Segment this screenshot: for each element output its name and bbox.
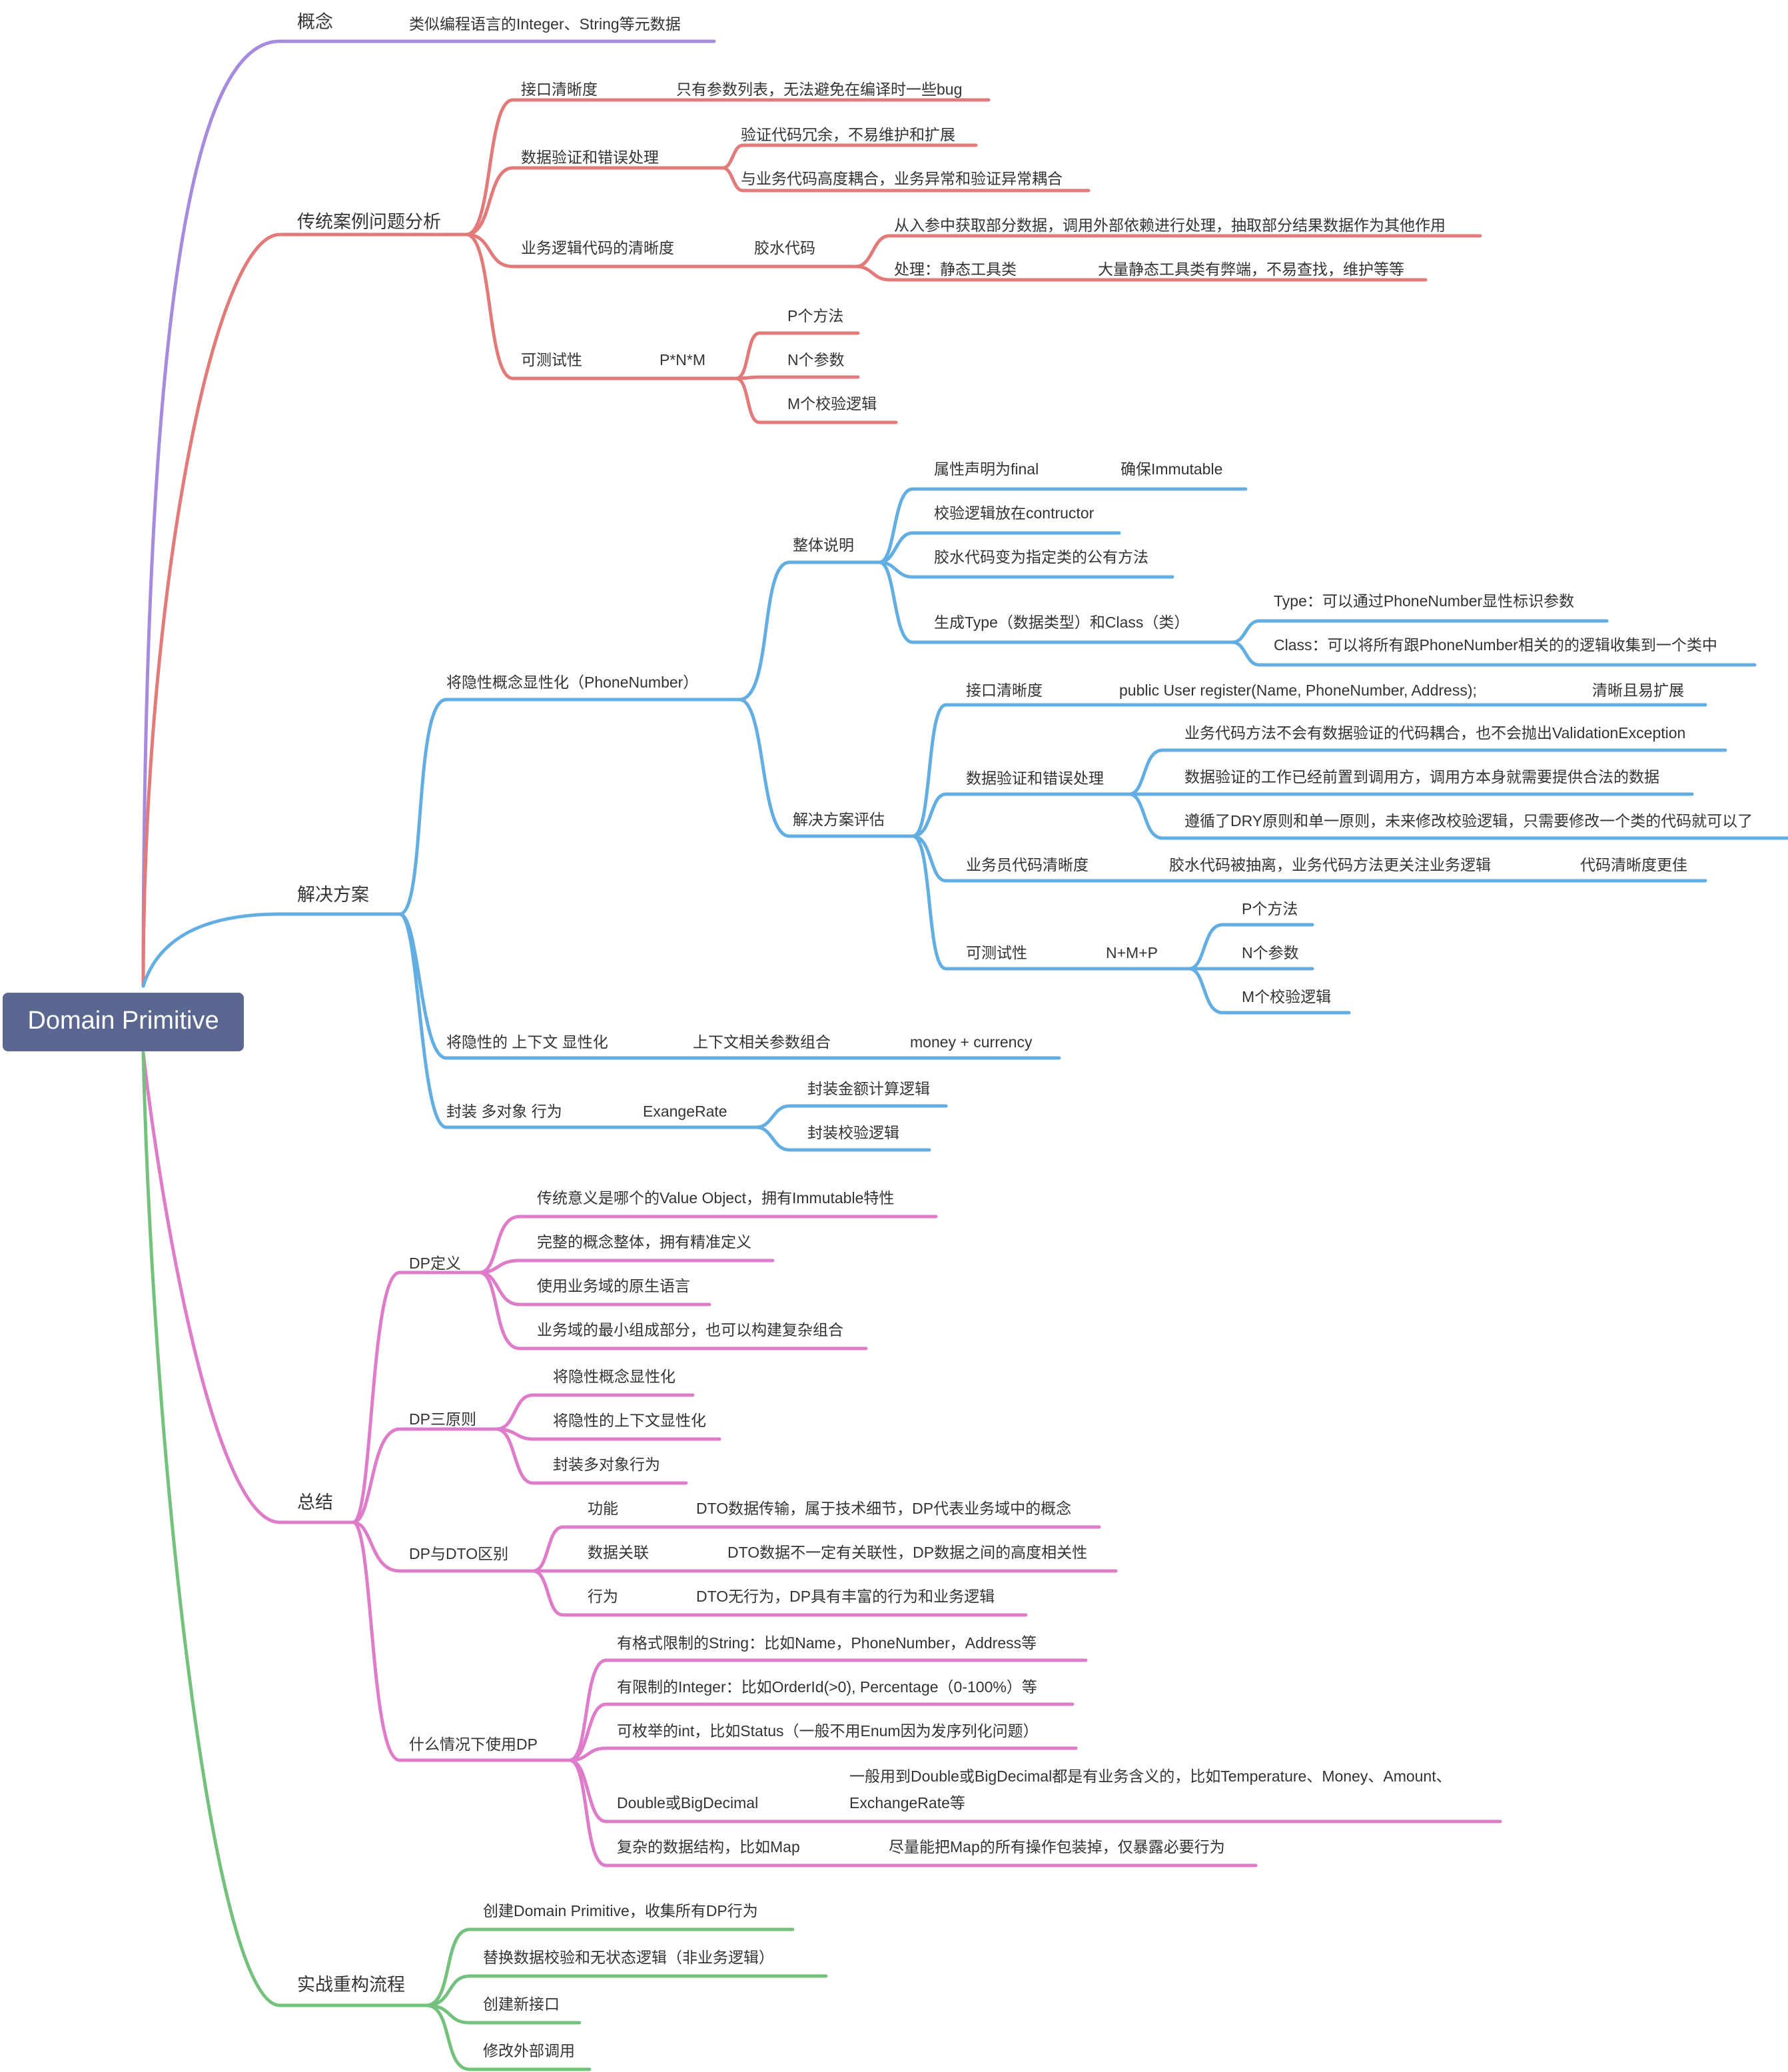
sol-context-leaf[interactable]: money + currency: [910, 1033, 1033, 1051]
sum-definition-item[interactable]: 使用业务域的原生语言: [537, 1277, 690, 1295]
sol-final[interactable]: 属性声明为final: [934, 460, 1039, 478]
branch-traditional[interactable]: 传统案例问题分析: [297, 212, 441, 232]
eval-business-desc[interactable]: 胶水代码被抽离，业务代码方法更关注业务逻辑: [1169, 856, 1491, 873]
eval-test-item[interactable]: M个校验逻辑: [1242, 988, 1331, 1005]
sum-definition-item[interactable]: 完整的概念整体，拥有精准定义: [537, 1233, 751, 1251]
sum-principles[interactable]: DP三原则: [409, 1410, 476, 1428]
eval-interface-result[interactable]: 清晰且易扩展: [1592, 682, 1684, 699]
sol-gen-type[interactable]: 生成Type（数据类型）和Class（类）: [934, 614, 1189, 631]
sum-when[interactable]: 什么情况下使用DP: [409, 1736, 538, 1753]
sum-definition-item[interactable]: 业务域的最小组成部分，也可以构建复杂组合: [537, 1321, 843, 1338]
eval-test-item[interactable]: N个参数: [1242, 944, 1299, 961]
when-complex-desc[interactable]: 尽量能把Map的所有操作包装掉，仅暴露必要行为: [889, 1838, 1225, 1855]
eval-interface[interactable]: 接口清晰度: [966, 682, 1043, 699]
trad-test-item[interactable]: M个校验逻辑: [787, 395, 877, 412]
sum-principle-item[interactable]: 将隐性概念显性化: [553, 1368, 675, 1385]
refactor-step[interactable]: 创建Domain Primitive，收集所有DP行为: [483, 1902, 758, 1919]
sum-definition[interactable]: DP定义: [409, 1255, 461, 1272]
when-complex[interactable]: 复杂的数据结构，比如Map: [617, 1838, 800, 1855]
eval-validation-item[interactable]: 数据验证的工作已经前置到调用方，调用方本身就需要提供合法的数据: [1184, 768, 1659, 785]
trad-business-item[interactable]: 从入参中获取部分数据，调用外部依赖进行处理，抽取部分结果数据作为其他作用: [894, 217, 1446, 234]
when-double[interactable]: Double或BigDecimal: [617, 1794, 758, 1812]
trad-business[interactable]: 业务逻辑代码的清晰度: [521, 239, 674, 257]
dto-key[interactable]: 数据关联: [588, 1544, 649, 1561]
sum-principle-item[interactable]: 封装多对象行为: [553, 1456, 660, 1473]
trad-static-note[interactable]: 大量静态工具类有弊端，不易查找，维护等等: [1098, 260, 1404, 278]
sol-explicit[interactable]: 将隐性概念显性化（PhoneNumber）: [446, 674, 698, 691]
trad-interface[interactable]: 接口清晰度: [521, 81, 598, 98]
eval-testability[interactable]: 可测试性: [966, 944, 1027, 961]
trad-validation-item[interactable]: 与业务代码高度耦合，业务异常和验证异常耦合: [741, 170, 1063, 187]
when-item[interactable]: 有格式限制的String：比如Name，PhoneNumber，Address等: [617, 1634, 1037, 1652]
sol-context[interactable]: 将隐性的 上下文 显性化: [446, 1033, 608, 1051]
sol-overall[interactable]: 整体说明: [793, 536, 854, 554]
concept-desc[interactable]: 类似编程语言的Integer、String等元数据: [409, 15, 681, 33]
branch-refactor[interactable]: 实战重构流程: [297, 1975, 405, 1995]
dto-value[interactable]: DTO数据传输，属于技术细节，DP代表业务域中的概念: [696, 1500, 1071, 1517]
eval-formula[interactable]: N+M+P: [1106, 944, 1158, 961]
root-label: Domain Primitive: [27, 1007, 219, 1035]
trad-validation-item[interactable]: 验证代码冗余，不易维护和扩展: [741, 126, 955, 143]
when-double-desc[interactable]: 一般用到Double或BigDecimal都是有业务含义的，比如Temperat…: [849, 1768, 1452, 1785]
sol-context-mid[interactable]: 上下文相关参数组合: [693, 1033, 831, 1051]
sol-multi-item[interactable]: 封装金额计算逻辑: [807, 1080, 930, 1097]
sol-class-desc[interactable]: Class：可以将所有跟PhoneNumber相关的的逻辑收集到一个类中: [1274, 636, 1717, 654]
trad-test-item[interactable]: N个参数: [787, 351, 845, 368]
when-item[interactable]: 可枚举的int，比如Status（一般不用Enum因为发序列化问题）: [617, 1722, 1039, 1740]
sol-contructor[interactable]: 校验逻辑放在contructor: [934, 504, 1095, 522]
branch-solution[interactable]: 解决方案: [297, 885, 369, 905]
sol-evaluation[interactable]: 解决方案评估: [793, 811, 885, 828]
root-node[interactable]: Domain Primitive: [3, 993, 244, 1051]
sol-multi-mid[interactable]: ExangeRate: [643, 1103, 727, 1120]
when-item[interactable]: 有限制的Integer：比如OrderId(>0), Percentage（0-…: [617, 1678, 1037, 1696]
connectors: [141, 39, 1788, 2071]
dto-value[interactable]: DTO数据不一定有关联性，DP数据之间的高度相关性: [727, 1544, 1087, 1561]
sol-glue-public[interactable]: 胶水代码变为指定类的公有方法: [934, 548, 1148, 566]
trad-formula[interactable]: P*N*M: [660, 351, 705, 368]
trad-testability[interactable]: 可测试性: [521, 351, 582, 368]
refactor-step[interactable]: 创建新接口: [483, 1995, 560, 2013]
eval-validation-item[interactable]: 遵循了DRY原则和单一原则，未来修改校验逻辑，只需要修改一个类的代码就可以了: [1184, 812, 1753, 829]
sol-multi-item[interactable]: 封装校验逻辑: [807, 1124, 899, 1141]
when-double-desc[interactable]: ExchangeRate等: [849, 1794, 965, 1812]
trad-business-item[interactable]: 处理：静态工具类: [894, 260, 1017, 278]
sum-dto[interactable]: DP与DTO区别: [409, 1545, 508, 1562]
eval-business-result[interactable]: 代码清晰度更佳: [1580, 856, 1687, 873]
sum-principle-item[interactable]: 将隐性的上下文显性化: [553, 1412, 706, 1429]
branch-summary[interactable]: 总结: [297, 1492, 333, 1512]
eval-test-item[interactable]: P个方法: [1242, 900, 1298, 917]
root-box: [3, 993, 244, 1051]
trad-validation[interactable]: 数据验证和错误处理: [521, 149, 659, 166]
sum-definition-item[interactable]: 传统意义是哪个的Value Object，拥有Immutable特性: [537, 1189, 894, 1207]
dto-key[interactable]: 功能: [588, 1500, 618, 1517]
dto-value[interactable]: DTO无行为，DP具有丰富的行为和业务逻辑: [696, 1588, 995, 1605]
trad-test-item[interactable]: P个方法: [787, 307, 843, 324]
sol-type-desc[interactable]: Type：可以通过PhoneNumber显性标识参数: [1274, 592, 1574, 610]
branch-concept[interactable]: 概念: [297, 12, 333, 32]
eval-business[interactable]: 业务员代码清晰度: [966, 856, 1089, 873]
trad-glue[interactable]: 胶水代码: [754, 239, 815, 257]
trad-interface-desc[interactable]: 只有参数列表，无法避免在编译时一些bug: [676, 81, 962, 98]
eval-interface-code[interactable]: public User register(Name, PhoneNumber, …: [1119, 682, 1477, 699]
eval-validation[interactable]: 数据验证和错误处理: [966, 770, 1104, 787]
refactor-step[interactable]: 修改外部调用: [483, 2042, 575, 2059]
eval-validation-item[interactable]: 业务代码方法不会有数据验证的代码耦合，也不会抛出ValidationExcept…: [1184, 724, 1685, 742]
refactor-step[interactable]: 替换数据校验和无状态逻辑（非业务逻辑）: [483, 1949, 774, 1966]
sol-multi[interactable]: 封装 多对象 行为: [446, 1103, 562, 1120]
dto-key[interactable]: 行为: [588, 1588, 618, 1605]
sol-immutable[interactable]: 确保Immutable: [1120, 460, 1222, 478]
